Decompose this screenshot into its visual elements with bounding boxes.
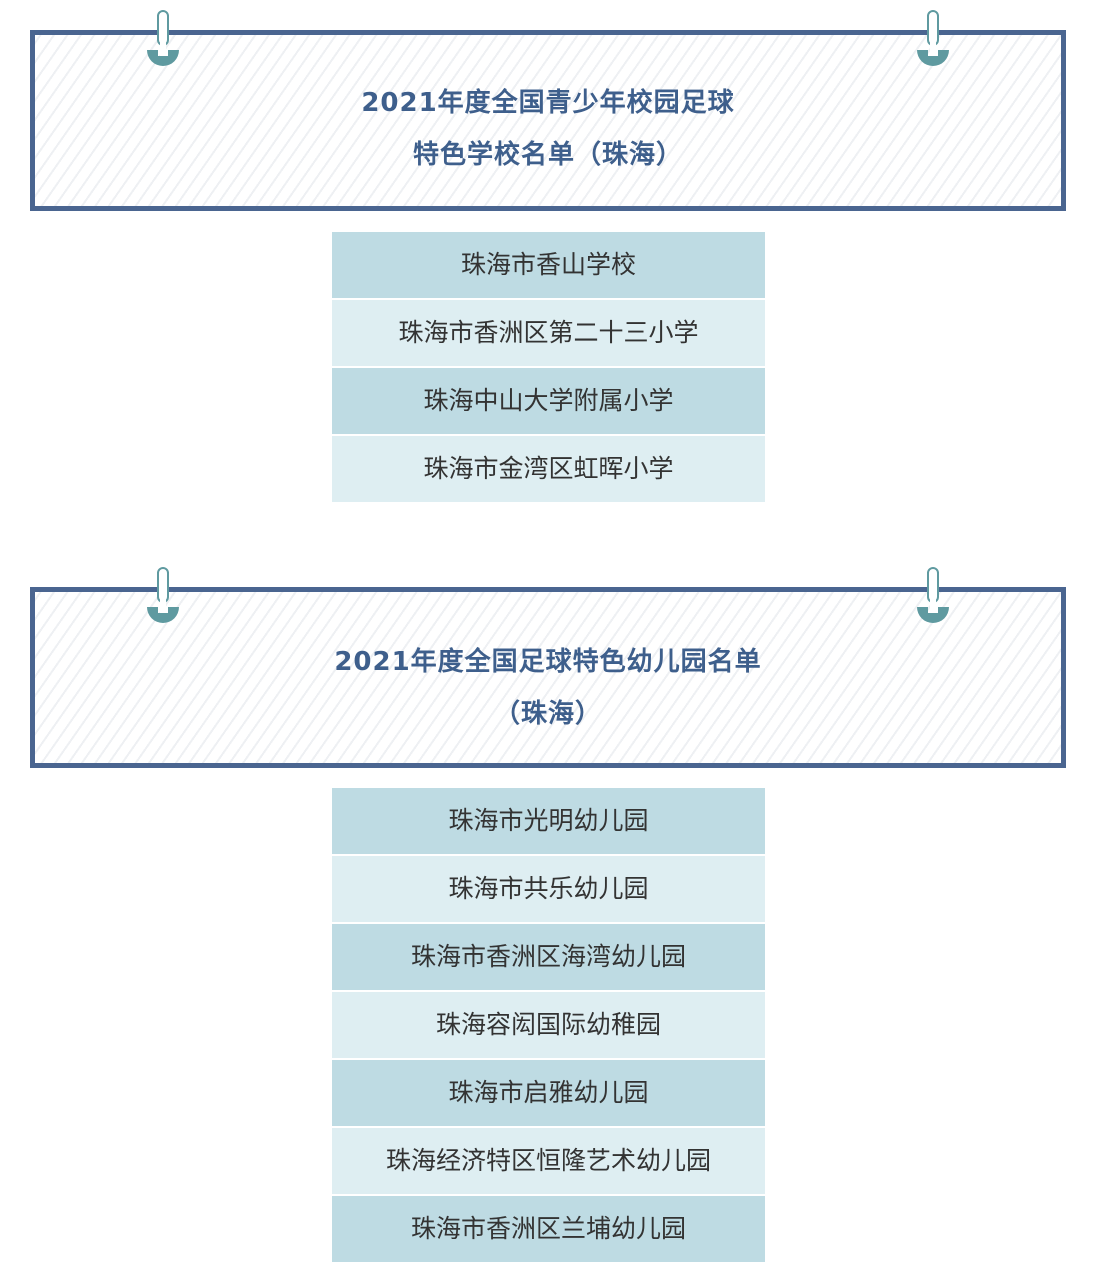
list-item: 珠海市香洲区第二十三小学 <box>332 300 765 368</box>
kindergarten-list: 珠海市光明幼儿园 珠海市共乐幼儿园 珠海市香洲区海湾幼儿园 珠海容闳国际幼稚园 … <box>332 788 765 1264</box>
list-item: 珠海市金湾区虹晖小学 <box>332 436 765 504</box>
list-item: 珠海市光明幼儿园 <box>332 788 765 856</box>
pin-icon <box>147 10 179 66</box>
pin-icon <box>917 567 949 623</box>
list-item: 珠海经济特区恒隆艺术幼儿园 <box>332 1128 765 1196</box>
section-banner: 2021年度全国足球特色幼儿园名单 （珠海） <box>30 587 1066 768</box>
banner-title-line1: 2021年度全国足球特色幼儿园名单 <box>334 647 762 677</box>
banner-title-line2: 特色学校名单（珠海） <box>412 140 683 170</box>
list-item: 珠海市共乐幼儿园 <box>332 856 765 924</box>
banner-title-line1: 2021年度全国青少年校园足球 <box>361 88 735 118</box>
list-item: 珠海容闳国际幼稚园 <box>332 992 765 1060</box>
school-list: 珠海市香山学校 珠海市香洲区第二十三小学 珠海中山大学附属小学 珠海市金湾区虹晖… <box>332 232 765 504</box>
pin-icon <box>917 10 949 66</box>
list-item: 珠海市香山学校 <box>332 232 765 300</box>
list-item: 珠海中山大学附属小学 <box>332 368 765 436</box>
section-banner: 2021年度全国青少年校园足球 特色学校名单（珠海） <box>30 30 1066 211</box>
banner-title-line2: （珠海） <box>493 699 602 729</box>
list-item: 珠海市启雅幼儿园 <box>332 1060 765 1128</box>
list-item: 珠海市香洲区海湾幼儿园 <box>332 924 765 992</box>
list-item: 珠海市香洲区兰埔幼儿园 <box>332 1196 765 1264</box>
pin-icon <box>147 567 179 623</box>
